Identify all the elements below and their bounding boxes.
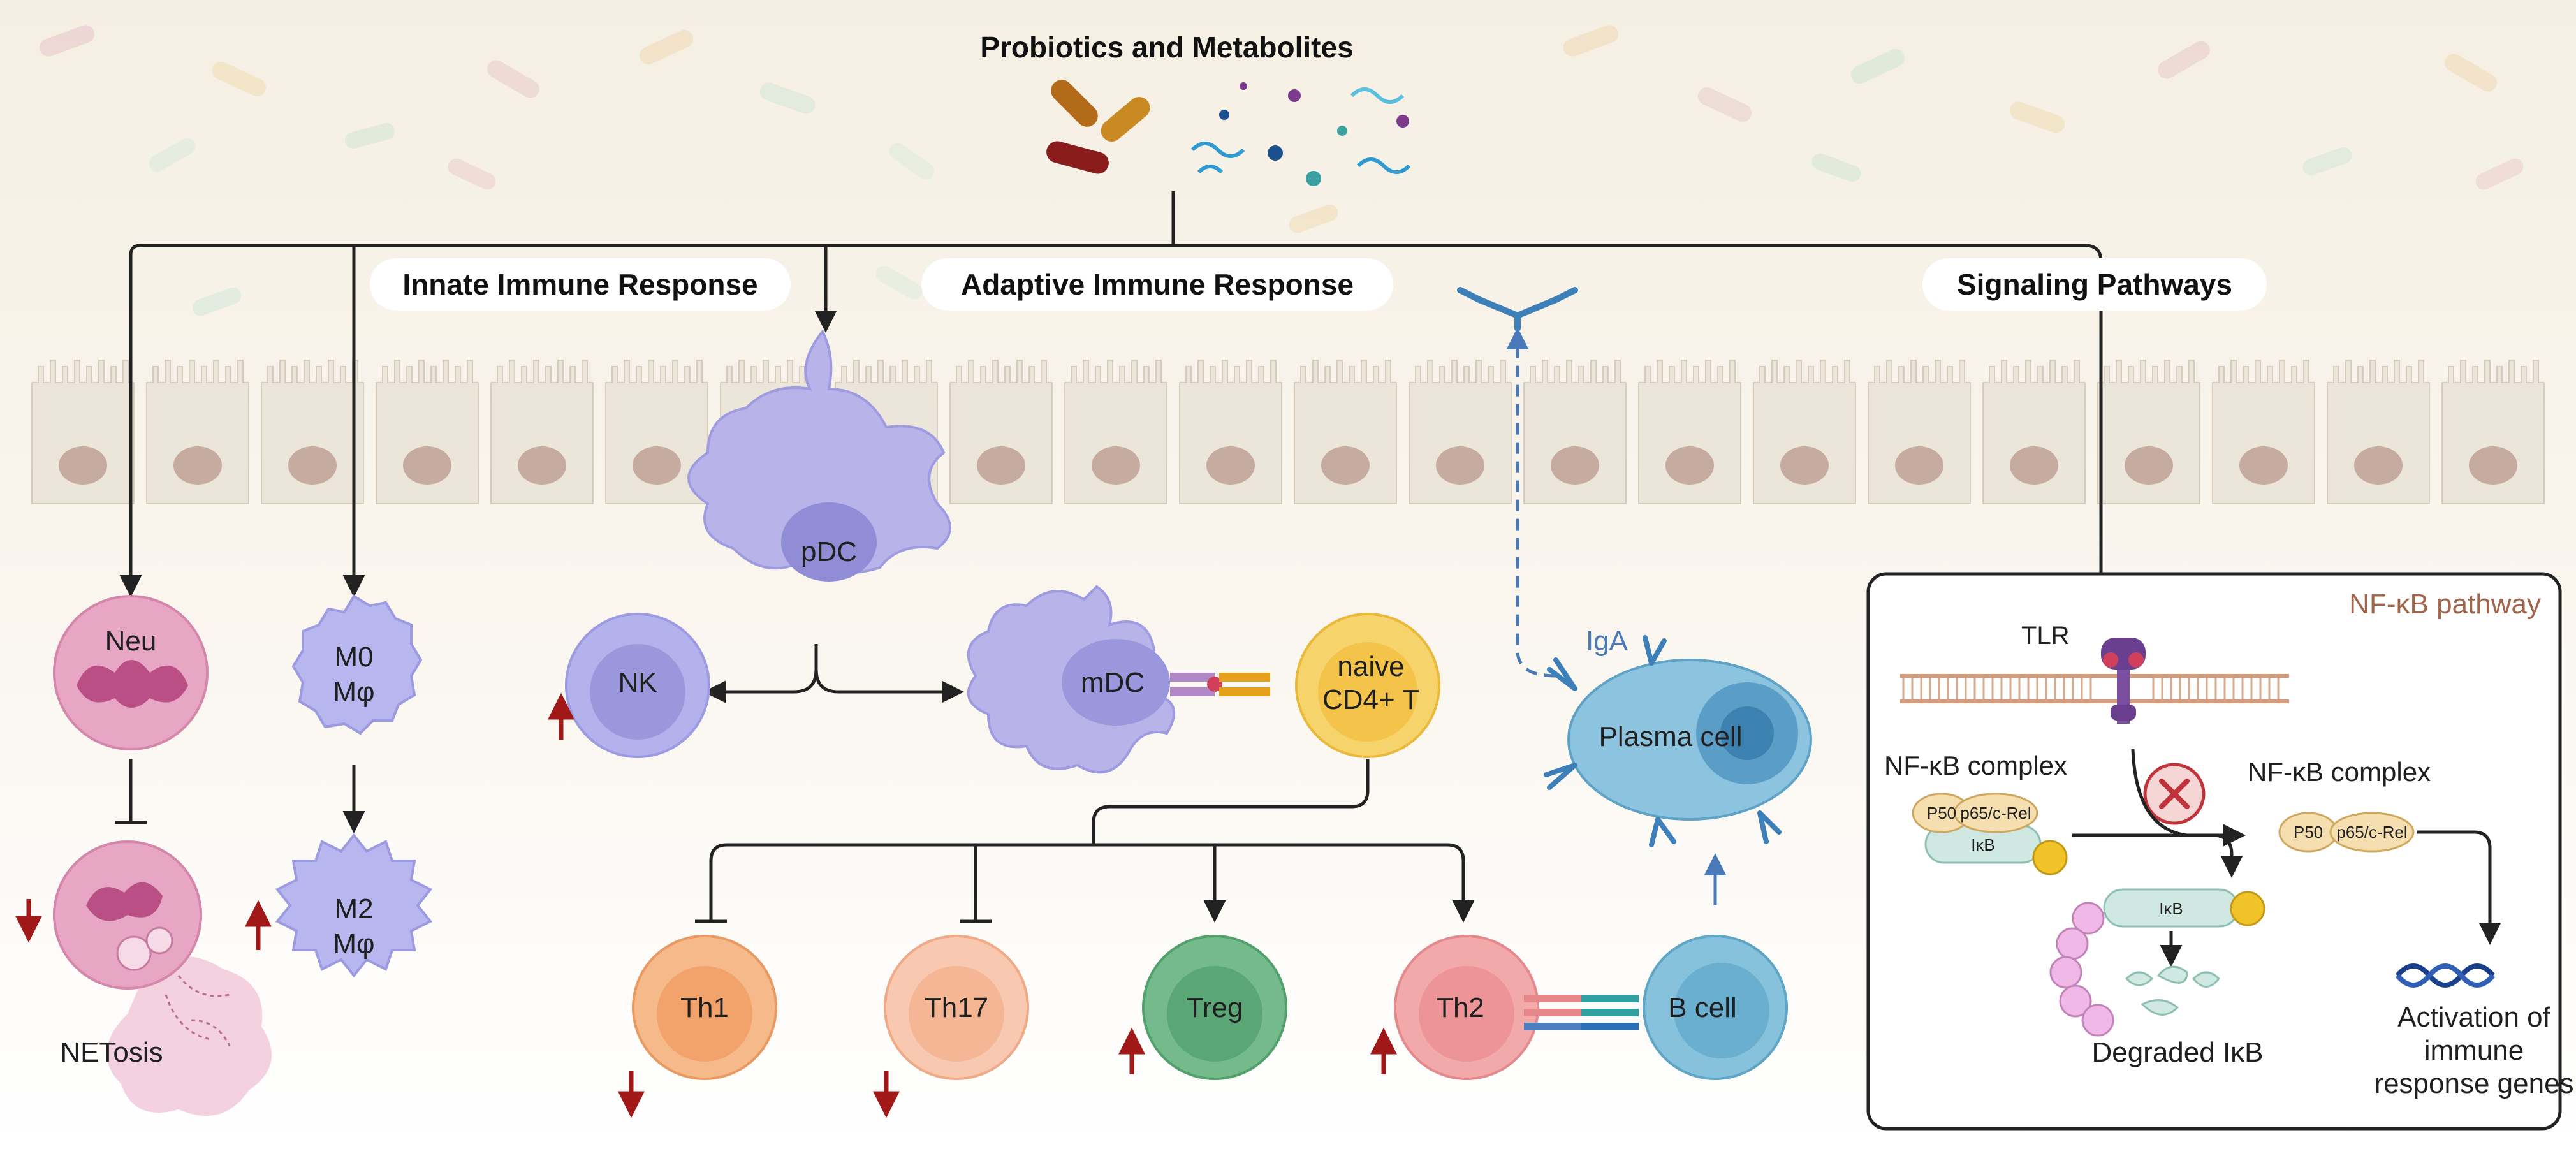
- p65-left-label: p65/c-Rel: [1960, 803, 2031, 823]
- nfkb-complex-left: P50 p65/c-Rel IκB: [1912, 793, 2068, 875]
- degraded-ikb-label: Degraded IκB: [2091, 1037, 2263, 1068]
- epithelial-cell: [949, 360, 1053, 504]
- netosis-cell: NETosis: [53, 840, 272, 1116]
- nfkb-complex-left-label: NF-κB complex: [1884, 750, 2067, 780]
- tlr-signal-curve: [2131, 749, 2188, 837]
- antibody-icon: [1457, 287, 1578, 332]
- p65-right-label: p65/c-Rel: [2336, 823, 2407, 842]
- th17-cell: Th17: [884, 935, 1029, 1080]
- iga-label: IgA: [1586, 626, 1628, 657]
- th1-inhibit-line: [695, 843, 728, 923]
- neu-label: Neu: [105, 626, 157, 657]
- naive-t-cell: naive CD4+ T: [1295, 613, 1440, 758]
- epithelial-cell: [376, 360, 479, 504]
- nfkb-complex-right: P50 p65/c-Rel: [2278, 812, 2415, 853]
- epithelial-cell: [1982, 360, 2086, 504]
- m0-label-1: M0: [334, 641, 373, 673]
- nfkb-complex-right-label: NF-κB complex: [2248, 757, 2431, 787]
- pdc-to-mdc-arrow: [814, 669, 964, 703]
- epithelial-cell: [1753, 360, 1856, 504]
- treg-label: Treg: [1187, 992, 1243, 1023]
- cell-membrane: [1900, 674, 2289, 703]
- netosis-label: NETosis: [60, 1037, 163, 1068]
- ikb-free-label: IκB: [2159, 899, 2183, 918]
- ikb-left-label: IκB: [1971, 835, 1995, 854]
- th2-cell: Th2: [1394, 935, 1639, 1080]
- p50-left-label: P50: [1927, 803, 1956, 823]
- nfkb-pathway-box: [1866, 572, 2562, 1131]
- signaling-header: Signaling Pathways: [1957, 268, 2232, 301]
- dna-helix-icon: [2395, 963, 2496, 988]
- ikb-release-arrow: [2212, 833, 2243, 878]
- innate-header-pill: [370, 258, 791, 311]
- epithelial-cell: [1064, 360, 1167, 504]
- th1-cell: Th1: [632, 935, 777, 1080]
- t-diff-trunk: [1092, 759, 1370, 845]
- neutrophil-cell: Neu: [53, 595, 209, 750]
- iga-secretion-arrow: [1506, 327, 1556, 678]
- activation-label-3: response genes: [2374, 1068, 2573, 1099]
- adaptive-header: Adaptive Immune Response: [961, 268, 1354, 301]
- activation-label-2: immune: [2424, 1035, 2524, 1066]
- tlr-receptor-icon: [2101, 638, 2146, 724]
- activation-label-1: Activation of: [2397, 1002, 2550, 1033]
- naive-label-2: CD4+ T: [1322, 684, 1419, 715]
- plasma-label: Plasma cell: [1599, 721, 1743, 752]
- th2-label: Th2: [1436, 992, 1484, 1023]
- nk-label: NK: [618, 667, 657, 698]
- metabolite-dot-icon: [1190, 82, 1411, 186]
- mdc-label: mDC: [1081, 667, 1145, 698]
- nfkb-pathway-title: NF-κB pathway: [2349, 589, 2541, 620]
- m2-macrophage-cell: M2 Mφ: [275, 833, 433, 978]
- epithelial-cell: [2097, 360, 2200, 504]
- th17-label: Th17: [925, 992, 988, 1023]
- tlr-label: TLR: [2021, 622, 2070, 650]
- pdc-label: pDC: [801, 536, 857, 567]
- epithelial-cell: [1638, 360, 1741, 504]
- innate-header: Innate Immune Response: [402, 268, 757, 301]
- epithelial-cell: [31, 360, 135, 504]
- epithelial-cell: [1523, 360, 1627, 504]
- m0-label-2: Mφ: [333, 677, 374, 708]
- epithelial-cell: [2327, 360, 2430, 504]
- bcell-label: B cell: [1668, 992, 1737, 1023]
- epithelial-cell: [1179, 360, 1282, 504]
- m0-macrophage-cell: M0 Mφ: [291, 594, 423, 735]
- epithelial-cell: [605, 360, 708, 504]
- inhibition-x-icon: [2143, 763, 2206, 825]
- diagram-title: Probiotics and Metabolites: [980, 31, 1353, 64]
- epithelial-cell: [2212, 360, 2315, 504]
- epithelial-cell: [490, 360, 594, 504]
- plasma-cell: Plasma cell: [1544, 635, 1812, 847]
- pdc-cell: pDC: [687, 329, 951, 582]
- adaptive-header-pill: [921, 258, 1393, 311]
- signaling-header-pill: [1922, 258, 2267, 311]
- epithelial-cell: [1868, 360, 1971, 504]
- p50-right-label: P50: [2294, 823, 2323, 842]
- m2-label-1: M2: [334, 893, 373, 925]
- degraded-ikb-fragments: [2125, 965, 2221, 1016]
- epithelial-cell: [1294, 360, 1397, 504]
- epithelial-cell: [2441, 360, 2545, 504]
- nk-cell: NK: [565, 613, 710, 758]
- mdc-cell: mDC: [967, 585, 1270, 774]
- m2-label-2: Mφ: [333, 928, 374, 960]
- b-cell: B cell: [1643, 935, 1788, 1080]
- epithelial-cell: [146, 360, 249, 504]
- naive-label-1: naive: [1337, 651, 1404, 682]
- th1-label: Th1: [680, 992, 729, 1023]
- t-diff-bar: [727, 843, 1475, 923]
- probiotic-rod-icon: [1046, 80, 1150, 174]
- epithelial-cell: [261, 360, 364, 504]
- neu-inhibit-line: [115, 759, 147, 824]
- epithelium-layer: [31, 360, 2545, 504]
- treg-cell: Treg: [1142, 935, 1287, 1080]
- th17-inhibit-line: [960, 845, 992, 923]
- epithelial-cell: [1409, 360, 1512, 504]
- free-ikb: IκB: [2049, 888, 2265, 1037]
- nuclear-translocation-arrow: [2417, 830, 2501, 945]
